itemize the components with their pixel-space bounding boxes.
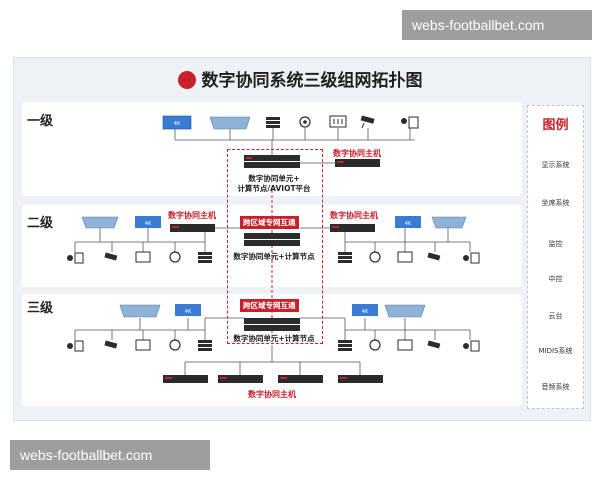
l1-seat-console — [209, 116, 251, 130]
l1-host-device — [335, 159, 380, 167]
svg-text:4K: 4K — [185, 309, 192, 315]
l2-terminal-row — [67, 251, 480, 264]
org-icon — [177, 71, 196, 89]
legend-label-seat: 坐席系统 — [541, 199, 570, 207]
l3-display-screen-left: 4K — [175, 304, 201, 316]
center-l1-line2: 计算节点/AVIOT平台 — [237, 184, 311, 193]
center-l1-label: 数字协同单元+计算节点/AVIOT平台 — [226, 174, 322, 194]
l2-host-left — [170, 224, 215, 232]
l2-display-screen-left: 4K — [135, 216, 161, 228]
svg-text:4K: 4K — [362, 309, 369, 315]
host-l1-label: 数字协同主机 — [333, 149, 381, 158]
l2-host-right — [330, 224, 375, 232]
watermark-bottom: webs-footballbet.com — [10, 440, 210, 470]
center-l1-line1: 数字协同单元+ — [248, 174, 300, 183]
legend-label-audio: 音频系统 — [541, 383, 570, 391]
legend-title: 图例 — [542, 118, 569, 133]
cross-region-tag-l3: 跨区域专网互通 — [240, 299, 299, 312]
l1-ptz-icon — [299, 116, 311, 128]
l3-seat-console-left — [119, 304, 161, 318]
core-zone-outline — [227, 149, 323, 344]
host-l2-right-label: 数字协同主机 — [330, 211, 378, 220]
svg-text:4K: 4K — [405, 221, 412, 227]
svg-text:4K: 4K — [145, 221, 152, 227]
center-stack-l2 — [244, 233, 300, 246]
l1-microphone-icon — [401, 116, 419, 129]
svg-text:4K: 4K — [174, 121, 181, 127]
center-l2-label: 数字协同单元+计算节点 — [233, 252, 315, 261]
l2-seat-console-right — [431, 216, 467, 229]
cross-region-tag-l2: 跨区域专网互通 — [240, 216, 299, 229]
level-3-label: 三级 — [27, 301, 54, 316]
center-stack-l3 — [244, 318, 300, 331]
legend-label-display: 显示系统 — [541, 161, 570, 169]
l2-seat-console-left — [81, 216, 119, 229]
l3-display-screen-right: 4K — [352, 304, 378, 316]
legend-label-midis: MIDIS系统 — [538, 347, 573, 355]
l1-display-screen: 4K — [162, 115, 192, 130]
title-text: 数字协同系统三级组网拓扑图 — [201, 71, 423, 91]
l3-seat-console-right — [384, 304, 426, 318]
l1-camera-icon — [360, 115, 375, 129]
center-stack-l1 — [244, 155, 300, 168]
l1-control-panel-icon — [329, 115, 347, 128]
legend-panel: 图例 显示系统 坐席系统 监控 中控 云台 MIDIS系统 音频系统 — [527, 105, 584, 409]
l2-display-screen-right: 4K — [395, 216, 421, 228]
legend-label-monitor: 监控 — [548, 240, 563, 248]
bottom-hosts — [163, 375, 383, 383]
legend-label-control: 中控 — [548, 275, 563, 283]
legend-label-ptz: 云台 — [548, 312, 563, 320]
level-1-label: 一级 — [27, 114, 54, 129]
l1-server-icon — [266, 117, 280, 128]
center-l3-label: 数字协同单元+计算节点 — [233, 334, 315, 343]
l3-terminal-row — [67, 339, 480, 352]
watermark-top: webs-footballbet.com — [402, 10, 592, 40]
host-bottom-label: 数字协同主机 — [248, 390, 296, 399]
level-2-label: 二级 — [27, 216, 54, 231]
host-l2-left-label: 数字协同主机 — [168, 211, 216, 220]
diagram-title: 数字协同系统三级组网拓扑图 — [0, 66, 600, 91]
